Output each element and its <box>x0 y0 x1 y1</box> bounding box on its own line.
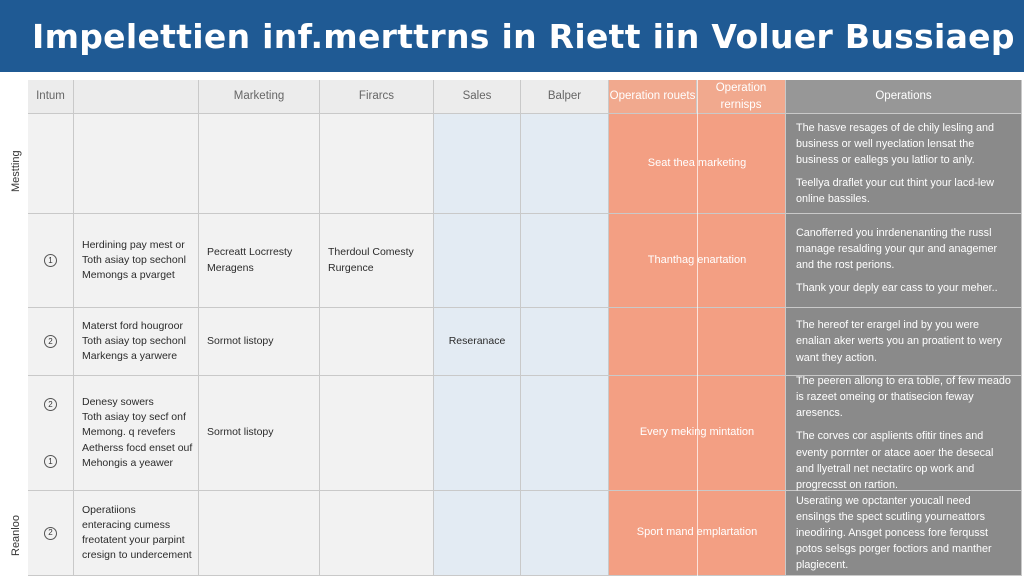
marketing-line: Pecreatt Locrresty <box>207 246 293 259</box>
marketing-line: Sormot listopy <box>207 426 274 439</box>
column-header: Marketing <box>199 80 320 114</box>
task-line: Markengs a yarwere <box>82 350 178 363</box>
operations-cell: The hasve resages of de chily lesling an… <box>786 114 1022 214</box>
operation-column-divider <box>697 376 698 491</box>
finance-cell <box>320 376 434 491</box>
task-line: cresign to undercement <box>82 549 192 562</box>
row-number-badge: 2 <box>44 335 57 348</box>
sales-cell <box>434 491 521 576</box>
marketing-text: Sormot listopy <box>207 334 274 349</box>
task-line: freotatent your parpint <box>82 534 185 546</box>
row-number-badge: 1 <box>44 455 57 468</box>
row-number-badge: 1 <box>44 254 57 267</box>
column-header: Intum <box>28 80 74 114</box>
column-header <box>74 80 199 114</box>
task-line: Memong. q revefers <box>82 426 176 439</box>
helper-cell <box>521 114 609 214</box>
operations-paragraph: Userating we opctanter youcall need ensi… <box>796 494 992 572</box>
operations-paragraph: The hasve resages of de chily lesling an… <box>796 121 995 166</box>
task-line: Materst ford hougroor <box>82 319 183 332</box>
column-header: Balper <box>521 80 609 114</box>
side-label-bottom: Reanloo <box>10 515 22 556</box>
task-line: Denesy sowers <box>82 395 154 408</box>
helper-cell <box>521 376 609 491</box>
marketing-cell: Sormot listopy <box>199 376 320 491</box>
row-number-badge: 2 <box>44 398 57 411</box>
operations-paragraph: Teellya draflet your cut thint your lacd… <box>796 177 995 206</box>
task-cell <box>74 114 199 214</box>
operation-column-divider <box>697 308 698 376</box>
column-header: Sales <box>434 80 521 114</box>
operations-cell: The hereof ter erargel ind by you were e… <box>786 308 1022 376</box>
sales-cell: Reseranace <box>434 308 521 376</box>
operations-paragraph: The corves cor asplients ofitir tines an… <box>796 430 994 491</box>
task-text: Herdining pay mest or Toth asiay top sech… <box>82 238 186 284</box>
operations-paragraph: The peeren allong to era toble, of few m… <box>796 374 1011 420</box>
operations-cell: Userating we opctanter youcall need ensi… <box>786 491 1022 576</box>
side-label-top: Mestting <box>10 150 22 192</box>
finance-cell <box>320 308 434 376</box>
sales-cell <box>434 214 521 308</box>
task-line: Herdining pay mest or <box>82 238 185 251</box>
operations-paragraph: Canofferred you inrdenenanting the russl… <box>796 226 998 271</box>
marketing-cell: Sormot listopy <box>199 308 320 376</box>
task-line: Toth asiay top sechonl <box>82 334 186 347</box>
marketing-line: Meragens <box>207 261 254 274</box>
row-number-cell <box>28 114 74 214</box>
task-line: Aetherss focd enset ouf <box>82 441 193 454</box>
finance-line: Rurgence <box>328 261 374 274</box>
task-line: Operatiions <box>82 503 136 516</box>
page-header: Impelettien inf.merttrns in Riett iin Vo… <box>0 0 1024 72</box>
task-cell: Operatiions enteracing cumess freotatent y… <box>74 491 199 576</box>
operation-column-divider <box>697 214 698 308</box>
operations-cell: The peeren allong to era toble, of few m… <box>786 374 1022 491</box>
helper-cell <box>521 308 609 376</box>
operations-cell: Canofferred you inrdenenanting the russl… <box>786 214 1022 308</box>
finance-cell <box>320 491 434 576</box>
finance-line: Therdoul Comesty <box>328 246 414 259</box>
task-line: Memongs a pvarget <box>82 269 175 282</box>
task-line: Toth asiay top sechonl <box>82 253 186 266</box>
helper-cell <box>521 214 609 308</box>
page-title: Impelettien inf.merttrns in Riett iin Vo… <box>32 16 1015 56</box>
column-header: Operations <box>786 80 1022 114</box>
column-header: Operation rouets <box>609 80 697 114</box>
operations-paragraph: Thank your deply ear cass to your meher.… <box>796 282 998 295</box>
task-line: Mehongis a yeawer <box>82 456 174 469</box>
task-line: enteracing cumess <box>82 518 171 531</box>
row-number-cell: 2 <box>28 308 74 376</box>
marketing-text: Sormot listopy <box>207 425 274 440</box>
column-header: Operation rernisps <box>697 80 786 114</box>
marketing-line: Sormot listopy <box>207 334 274 347</box>
operation-column-divider <box>697 80 698 114</box>
operation-column-divider <box>697 491 698 576</box>
row-number-cell: 1 <box>28 214 74 308</box>
finance-cell <box>320 114 434 214</box>
operations-paragraph: The hereof ter erargel ind by you were e… <box>796 319 1002 364</box>
task-cell: Herdining pay mest or Toth asiay top sech… <box>74 214 199 308</box>
task-text: Operatiions enteracing cumess freotatent y… <box>82 503 192 564</box>
helper-cell <box>521 491 609 576</box>
marketing-cell <box>199 114 320 214</box>
row-number-cell: 2 <box>28 491 74 576</box>
marketing-cell <box>199 491 320 576</box>
sales-cell <box>434 114 521 214</box>
column-header: Firarcs <box>320 80 434 114</box>
sales-cell <box>434 376 521 491</box>
row-number-badge: 2 <box>44 526 57 540</box>
task-line: Toth asiay toy secf onf <box>82 411 186 424</box>
operation-column-divider <box>697 114 698 214</box>
